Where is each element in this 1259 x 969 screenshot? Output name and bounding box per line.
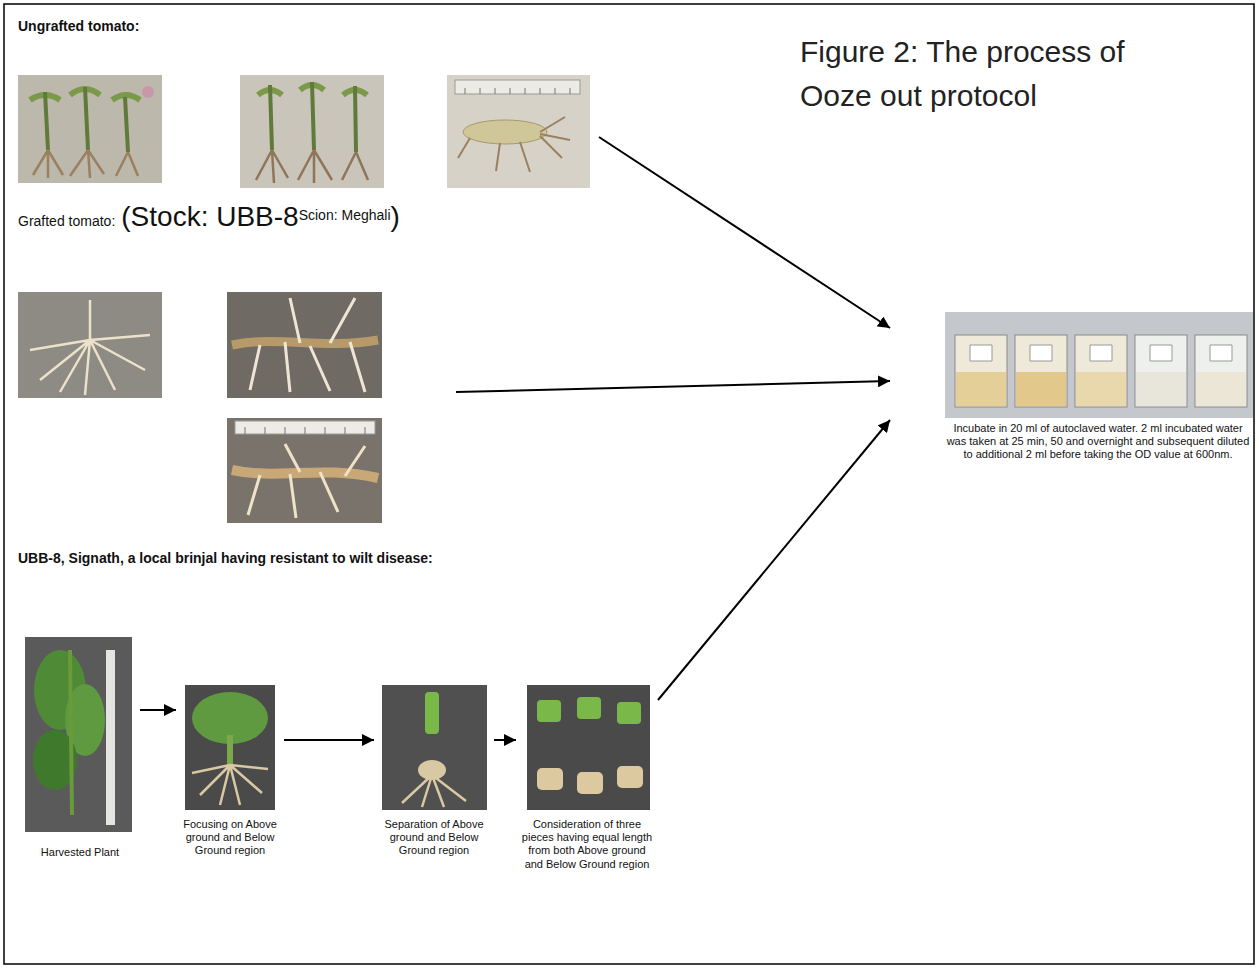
roots	[33, 150, 138, 178]
photo-ungrafted-roots	[240, 75, 384, 188]
photo-grafted-roots	[18, 292, 162, 398]
step-caption: Incubate in 20 ml of autoclaved water. 2…	[945, 422, 1251, 462]
roots	[458, 117, 570, 172]
stem-piece	[537, 700, 561, 722]
stem	[70, 650, 72, 815]
photo-ground	[227, 418, 382, 523]
photo-step: Consideration of three pieces having equ…	[516, 682, 658, 877]
roots	[402, 775, 466, 807]
photo-grafted-union	[227, 292, 382, 398]
stem-piece	[463, 120, 547, 144]
flower	[142, 86, 154, 98]
root-piece	[617, 766, 643, 788]
photo-ground	[447, 75, 590, 188]
photo-beakers	[945, 312, 1253, 418]
ruler	[235, 421, 375, 434]
step-caption: Focusing on Above ground and Below Groun…	[178, 818, 282, 858]
group-panel: Grafted tomato: (Stock: UBB-8Scion: Megha…	[14, 198, 456, 530]
flow-arrow	[284, 739, 374, 741]
photo-panel: Incubate in 20 ml of autoclaved water. 2…	[890, 308, 1253, 498]
photo-focus-region	[185, 685, 275, 810]
photo-ungrafted-collar	[447, 75, 590, 188]
beaker-liquid	[1016, 372, 1066, 406]
photo-step: Focusing on Above ground and Below Groun…	[176, 682, 284, 864]
photo-ground	[527, 685, 650, 810]
photo-harvested-plant	[25, 637, 132, 832]
photo-ground	[382, 685, 487, 810]
beaker-liquid	[956, 372, 1006, 406]
stem	[232, 470, 378, 478]
step-caption: Separation of Above ground and Below Gro…	[376, 818, 492, 858]
stem-piece	[577, 697, 601, 719]
flow-arrow	[658, 420, 890, 700]
step-caption: Harvested Plant	[22, 846, 138, 859]
flow-arrow	[494, 739, 516, 741]
step-caption: Consideration of three pieces having equ…	[518, 818, 656, 871]
ruler	[455, 80, 580, 94]
figure-frame	[4, 4, 1254, 964]
photo-ground	[18, 292, 162, 398]
group-panel: Ungrafted tomato:	[14, 14, 599, 194]
root-piece	[577, 772, 603, 794]
ruler-ticks	[465, 88, 570, 94]
photo-ungrafted-plants	[18, 75, 162, 183]
photo-ground	[25, 637, 132, 832]
beaker-liquid	[1196, 372, 1246, 406]
roots	[250, 298, 365, 392]
photo-ground	[945, 312, 1253, 418]
photo-ground	[18, 75, 162, 183]
group-panel: Harvested Plant Focusing on Above ground …	[14, 546, 664, 961]
photo-separation	[382, 685, 487, 810]
beaker-liquid	[1136, 372, 1186, 406]
stem-piece	[425, 692, 439, 734]
flow-arrow	[599, 137, 890, 328]
roots	[192, 765, 268, 805]
heading-part: )	[391, 201, 400, 232]
stems	[45, 87, 128, 152]
stems	[270, 82, 356, 152]
photo-ground	[185, 685, 275, 810]
heading-part: Grafted tomato:	[18, 213, 115, 229]
stem	[227, 735, 233, 765]
photo-ground	[227, 292, 382, 398]
photo-step: Separation of Above ground and Below Gro…	[374, 682, 494, 864]
stem-piece	[617, 702, 641, 724]
ruler	[106, 650, 115, 825]
roots	[256, 150, 368, 183]
heading-part: (Stock: UBB-8	[121, 201, 298, 232]
heading-part: Scion: Meghali	[299, 207, 391, 223]
stem	[232, 340, 378, 345]
roots	[30, 300, 150, 395]
figure-title: Figure 2: The process of Ooze out protoc…	[800, 30, 1145, 117]
group-heading: Ungrafted tomato:	[18, 18, 595, 35]
photo-step: Harvested Plant	[20, 634, 140, 866]
roots	[248, 444, 365, 518]
flow-arrow	[140, 709, 176, 711]
group-heading: UBB-8, Signath, a local brinjal having r…	[18, 550, 660, 567]
beaker-tags	[970, 345, 1232, 361]
beaker-liquid	[1076, 372, 1126, 406]
photo-grafted-collar	[227, 418, 382, 523]
root-piece	[537, 768, 563, 790]
flow-arrow	[456, 381, 890, 392]
photo-ground	[240, 75, 384, 188]
ruler-ticks	[245, 427, 365, 434]
photo-pieces	[527, 685, 650, 810]
